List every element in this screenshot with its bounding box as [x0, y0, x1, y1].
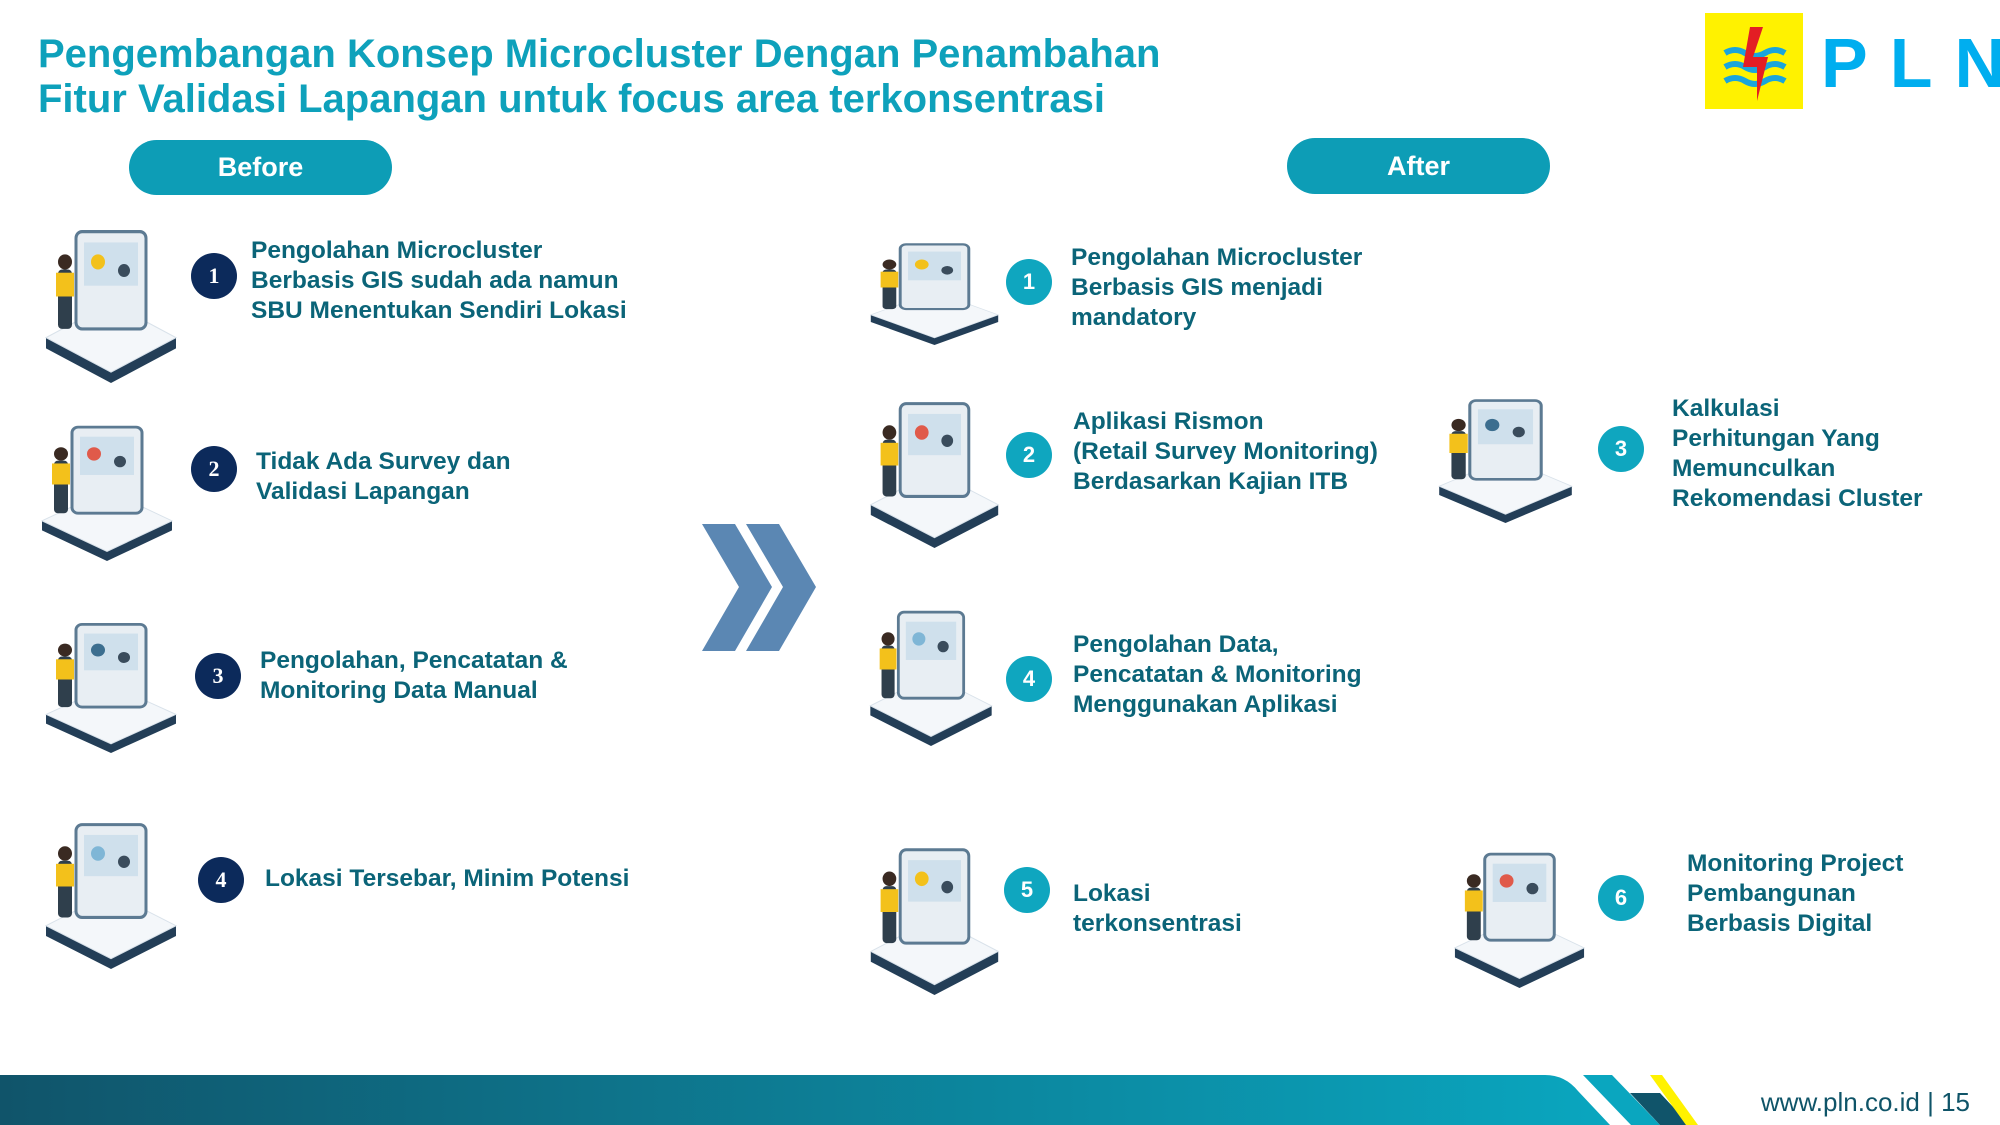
pln-logo-text: PLN — [1821, 24, 2000, 102]
number-badge: 2 — [191, 446, 237, 492]
digital-monitoring-illustration — [1453, 852, 1586, 988]
before-label: Before — [129, 140, 392, 195]
number-badge: 2 — [1006, 432, 1052, 478]
description-line: Berbasis GIS sudah ada namun — [251, 267, 619, 294]
number-badge: 5 — [1004, 867, 1050, 913]
item-description: Aplikasi Rismon (Retail Survey Monitoring… — [1073, 407, 1378, 497]
description-line: Aplikasi Rismon — [1073, 408, 1264, 435]
description-line: Tidak Ada Survey dan — [256, 448, 511, 475]
pln-logo: PLN — [1705, 13, 2000, 109]
description-line: (Retail Survey Monitoring) — [1073, 438, 1378, 465]
description-line: Validasi Lapangan — [256, 478, 470, 505]
item-description: Lokasi terkonsentrasi — [1073, 879, 1242, 939]
description-line: Pengolahan, Pencatatan & — [260, 647, 568, 674]
description-line: mandatory — [1071, 304, 1197, 331]
item-description: Lokasi Tersebar, Minim Potensi — [265, 864, 629, 894]
description-line: Pengolahan Data, — [1073, 631, 1279, 658]
description-line: Lokasi Tersebar, Minim Potensi — [265, 865, 630, 892]
map-people-illustration — [44, 230, 178, 383]
number-badge: 1 — [1006, 259, 1052, 305]
tablet-map-illustration — [44, 823, 178, 969]
dashboard-illustration — [869, 610, 993, 746]
description-line: Memunculkan — [1672, 455, 1836, 482]
item-description: Pengolahan, Pencatatan & Monitoring Data … — [260, 646, 568, 706]
after-label: After — [1287, 138, 1550, 194]
description-line: Berbasis Digital — [1687, 910, 1873, 937]
description-line: Pembangunan — [1687, 880, 1856, 907]
description-line: Pengolahan Microcluster — [1071, 244, 1363, 271]
description-line: Berdasarkan Kajian ITB — [1073, 468, 1349, 495]
phone-app-illustration — [869, 402, 1000, 548]
laptop-chart-illustration — [1438, 399, 1573, 523]
description-line: Lokasi — [1073, 880, 1151, 907]
description-line: Rekomendasi Cluster — [1672, 485, 1923, 512]
location-pin-illustration — [40, 425, 174, 561]
number-badge: 3 — [1598, 426, 1644, 472]
title-line-1: Pengembangan Konsep Microcluster Dengan … — [38, 32, 1161, 76]
description-line: terkonsentrasi — [1073, 910, 1242, 937]
number-badge: 1 — [191, 253, 237, 299]
footer-band — [0, 1075, 1698, 1125]
description-line: Menggunakan Aplikasi — [1073, 691, 1338, 718]
number-badge: 4 — [198, 857, 244, 903]
double-chevron-right-icon — [702, 524, 816, 651]
number-badge: 4 — [1006, 656, 1052, 702]
footer-url-page: www.pln.co.id | 15 — [1760, 1087, 1970, 1117]
page-title: Pengembangan Konsep Microcluster Dengan … — [38, 32, 1160, 122]
pln-lightning-icon — [1705, 13, 1803, 109]
description-line: SBU Menentukan Sendiri Lokasi — [251, 297, 627, 324]
city-map-illustration — [869, 243, 1000, 345]
tablet-map-illustration — [869, 848, 1000, 995]
title-line-2: Fitur Validasi Lapangan untuk focus area… — [38, 77, 1105, 121]
description-line: Pengolahan Microcluster — [251, 237, 543, 264]
description-line: Monitoring Project — [1687, 850, 1904, 877]
description-line: Berbasis GIS menjadi — [1071, 274, 1323, 301]
description-line: Pencatatan & Monitoring — [1073, 661, 1362, 688]
description-line: Kalkulasi — [1672, 395, 1780, 422]
number-badge: 3 — [195, 653, 241, 699]
description-line: Perhitungan Yang — [1672, 425, 1880, 452]
number-badge: 6 — [1598, 875, 1644, 921]
laptop-data-illustration — [44, 622, 178, 753]
description-line: Monitoring Data Manual — [260, 677, 538, 704]
